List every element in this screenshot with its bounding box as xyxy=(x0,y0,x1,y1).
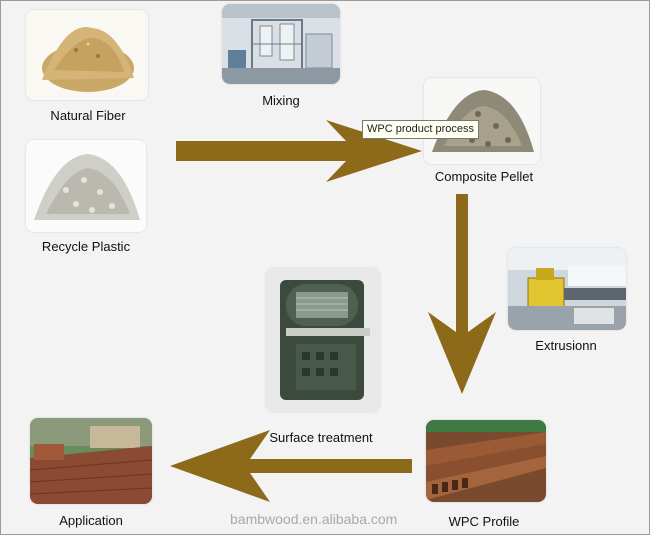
wood-deck-photo xyxy=(30,418,152,504)
wpc-profile-photo xyxy=(426,420,546,502)
surface-treatment-label: Surface treatment xyxy=(269,430,373,445)
mixing-label: Mixing xyxy=(262,93,300,108)
arrow-to-wpc-profile xyxy=(428,194,496,394)
mixing-plant-photo xyxy=(222,4,340,84)
watermark: bambwood.en.alibaba.com xyxy=(230,511,398,527)
extruder-machine-photo xyxy=(508,248,626,330)
extrusion-label: Extrusionn xyxy=(535,338,597,353)
application-label: Application xyxy=(59,513,123,528)
wpc-profile-label: WPC Profile xyxy=(448,514,520,529)
natural-fiber-label: Natural Fiber xyxy=(50,108,126,123)
arrow-to-application xyxy=(170,430,412,502)
composite-pellet-label: Composite Pellet xyxy=(434,169,534,184)
recycle-plastic-label: Recycle Plastic xyxy=(41,239,131,254)
natural-fiber-photo xyxy=(26,10,148,100)
wpc-process-tooltip: WPC product process xyxy=(362,120,479,139)
arrow-to-composite-pellet xyxy=(176,120,422,182)
recycle-plastic-photo xyxy=(26,140,146,232)
brushing-machine-photo xyxy=(266,268,380,412)
